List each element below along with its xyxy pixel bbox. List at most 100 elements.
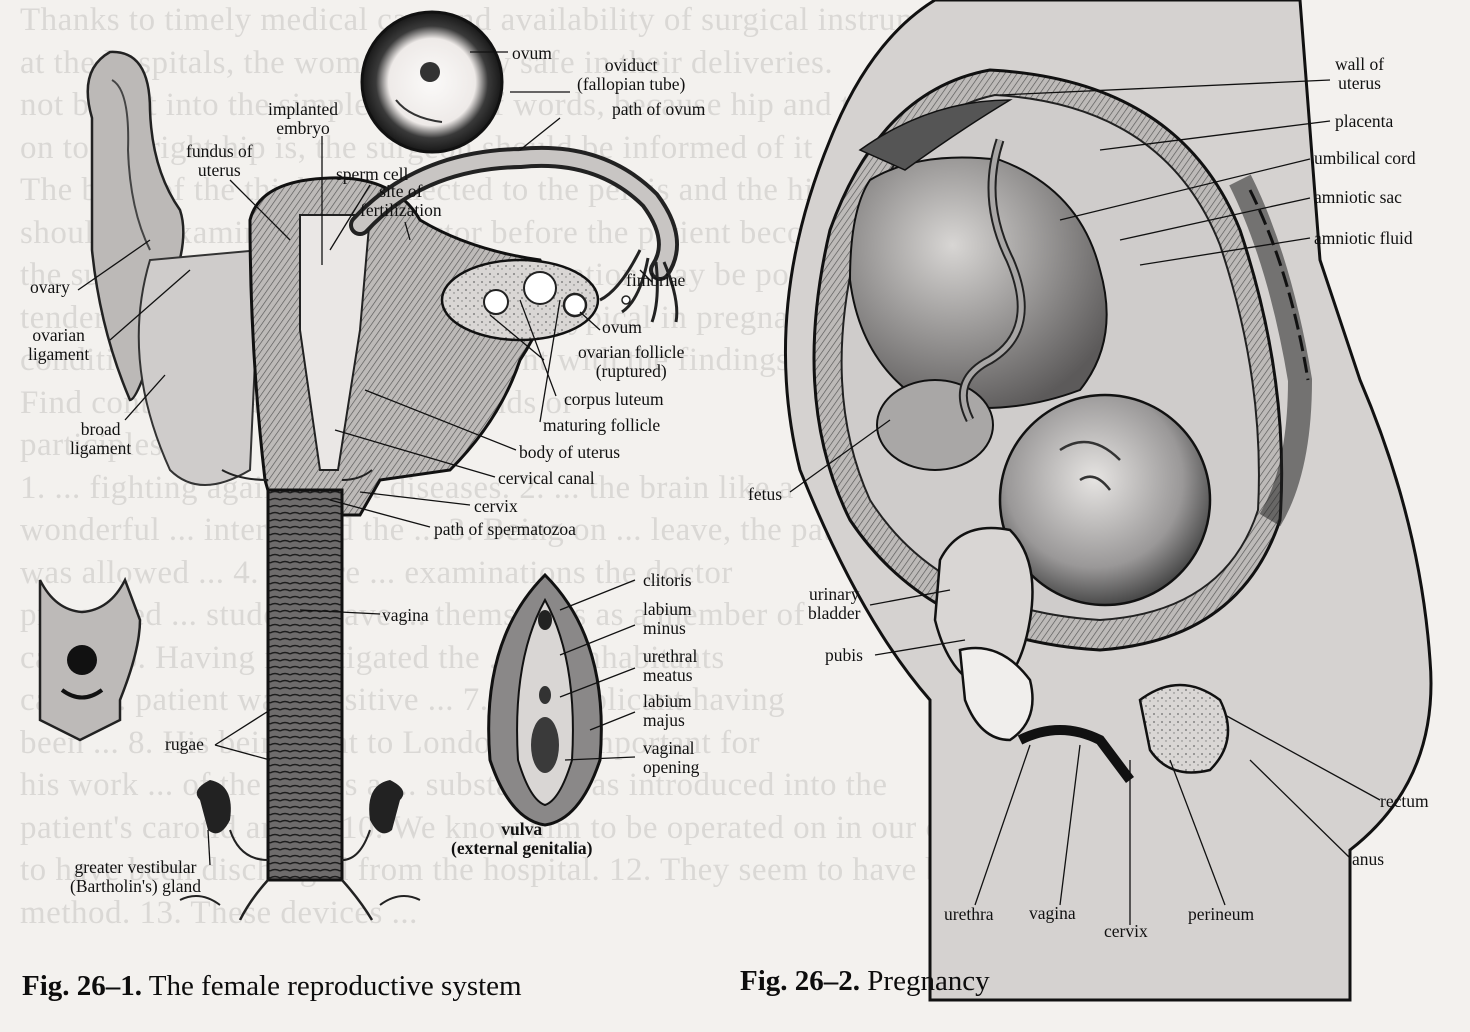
label-urethral-meatus: urethral meatus [643,647,697,685]
vagina-canal [266,488,344,882]
label-implanted-line1: implanted [268,99,338,119]
label-vaginal-opening: vaginal opening [643,739,699,777]
background-text-line: his work ... of the illness a ... substa… [20,767,888,803]
background-text-line: came ... patient was sensitive ... 7. Th… [20,682,786,718]
label-perineum: perineum [1188,904,1255,924]
label-clitoris: clitoris [643,570,692,590]
label-umbilical-cord: umbilical cord [1314,148,1416,168]
label-wall-line2: uterus [1338,73,1381,93]
label-body-of-uterus: body of uterus [519,442,621,462]
label-labium-minus-line1: labium [643,599,692,619]
label-oviduct-line2: (fallopian tube) [577,74,686,94]
female-reproductive-drawing [38,10,679,921]
label-vulva-line1: vulva [501,819,543,839]
label-labium-majus-line1: labium [643,691,692,711]
label-cervix-fig2: cervix [1104,921,1148,941]
pubis-bone [958,646,1034,742]
label-wall-of-uterus: wall of uterus [1335,55,1384,93]
label-greater-vest-line1: greater vestibular [74,857,197,877]
label-urinary-bladder: urinary bladder [808,585,860,623]
pelvis-inset [38,576,142,742]
label-anus: anus [1352,849,1385,869]
label-vulva: vulva (external genitalia) [451,820,592,858]
fimbriae [599,249,679,323]
label-urethral-meatus-line1: urethral [643,646,698,666]
uterus [248,176,549,517]
label-sperm-cell: sperm cell [336,164,409,184]
label-cervix: cervix [474,496,518,516]
label-implanted-embryo: implanted embryo [268,100,338,138]
label-broad-lig-line1: broad [80,419,121,439]
figure2-caption: Fig. 26–2. Pregnancy [740,965,990,998]
label-amniotic-fluid: amniotic fluid [1314,228,1413,248]
label-pubis: pubis [825,645,863,665]
label-fundus-line2: uterus [197,160,241,180]
label-fimbriae: fimbriae [626,270,686,290]
label-path-of-ovum: path of ovum [612,99,706,119]
figure1-leader-lines [77,51,653,866]
label-fetus: fetus [748,484,783,504]
label-path-of-spermatozoa: path of spermatozoa [434,519,576,539]
label-ovarian-lig-line1: ovarian [32,325,85,345]
background-text-line: been ... 8. His being sent to London was… [20,724,761,761]
label-urinary-line1: urinary [808,584,860,604]
label-oviduct: oviduct (fallopian tube) [577,56,685,94]
pregnancy-drawing [783,0,1433,1002]
label-urethral-meatus-line2: meatus [643,665,693,685]
background-text-line: wonderful ... interrupted the ... 3. Bei… [20,512,885,548]
label-placenta: placenta [1335,111,1394,131]
label-implanted-line2: embryo [276,118,330,138]
label-ovum-mid: ovum [602,317,642,337]
background-text-line: prescribed ... students have ... themsel… [20,597,806,633]
vulva-drawing [487,572,603,827]
label-broad-ligament: broad ligament [70,420,131,458]
placenta [858,99,1013,171]
background-text-line: was allowed ... 4. Before ... examinatio… [20,554,733,591]
label-labium-minus-line2: minus [643,618,686,638]
background-text-line: participles. [20,427,172,463]
label-site-line1: site of [379,181,423,201]
label-greater-vest-line2: (Bartholin's) gland [70,876,201,896]
figure1-caption: Fig. 26–1. The female reproductive syste… [22,970,522,1003]
label-rugae: rugae [165,734,204,754]
label-ovarian-ligament: ovarian ligament [28,326,89,364]
fetus-head [998,393,1212,607]
label-labium-majus: labium majus [643,692,692,730]
label-fundus-line1: fundus of [186,141,253,161]
label-fundus-of-uterus: fundus of uterus [186,142,253,180]
label-urethra: urethra [944,904,994,924]
label-ovary: ovary [30,277,70,297]
fetus-body [848,156,1108,409]
label-corpus-luteum: corpus luteum [564,389,664,409]
label-rectum: rectum [1380,791,1429,811]
label-vaginal-opening-line1: vaginal [643,738,695,758]
label-ovarian-follicle-line2: (ruptured) [595,361,667,381]
label-greater-vestibular-gland: greater vestibular (Bartholin's) gland [70,858,201,896]
label-site-line2: fertilization [360,200,442,220]
label-amniotic-sac: amniotic sac [1314,187,1402,207]
label-vagina: vagina [382,605,429,625]
figure1-caption-number: Fig. 26–1. [22,970,143,1002]
label-site-of-fertilization: site of fertilization [360,182,442,220]
label-vulva-line2: (external genitalia) [451,838,593,858]
label-vagina-fig2: vagina [1029,903,1076,923]
figure2-caption-number: Fig. 26–2. [740,965,861,997]
label-ovarian-follicle-line1: ovarian follicle [578,342,685,362]
label-ovum-top: ovum [512,43,552,63]
broad-ligament [137,248,262,486]
figure2-caption-text: Pregnancy [867,965,990,997]
label-broad-lig-line2: ligament [70,438,132,458]
rectum [1138,683,1230,774]
label-oviduct-line1: oviduct [604,55,658,75]
label-cervical-canal: cervical canal [498,468,595,488]
label-wall-line1: wall of [1335,54,1385,74]
figure2-leader-lines [789,79,1381,925]
label-ovarian-follicle: ovarian follicle (ruptured) [578,343,684,381]
label-ovarian-lig-line2: ligament [28,344,90,364]
figure1-caption-text: The female reproductive system [148,970,522,1002]
label-urinary-line2: bladder [808,603,861,623]
label-maturing-follicle: maturing follicle [543,415,661,435]
label-labium-minus: labium minus [643,600,692,638]
